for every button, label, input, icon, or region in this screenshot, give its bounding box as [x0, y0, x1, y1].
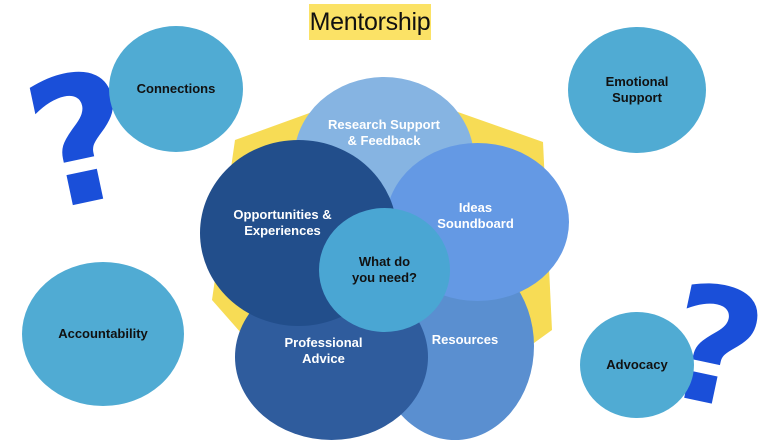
resources-label: Resources	[431, 332, 499, 347]
center-label: What do you need?	[351, 254, 417, 285]
emotional-support-circle: Emotional Support	[568, 27, 706, 153]
page-title: Mentorship	[309, 4, 431, 40]
advocacy-label: Advocacy	[606, 357, 668, 372]
research-support-label: Research Support & Feedback	[328, 117, 440, 148]
accountability-label: Accountability	[58, 326, 148, 341]
connections-circle: Connections	[109, 26, 243, 152]
advocacy-circle: Advocacy	[580, 312, 694, 418]
ideas-soundboard-label: Ideas Soundboard	[437, 200, 514, 231]
accountability-circle: Accountability	[22, 262, 184, 406]
center-circle: What do you need?	[319, 208, 450, 332]
connections-label: Connections	[136, 81, 216, 96]
emotional-support-label: Emotional Support	[605, 74, 669, 105]
professional-advice-label: Professional Advice	[284, 335, 363, 366]
opportunities-label: Opportunities & Experiences	[233, 207, 332, 238]
